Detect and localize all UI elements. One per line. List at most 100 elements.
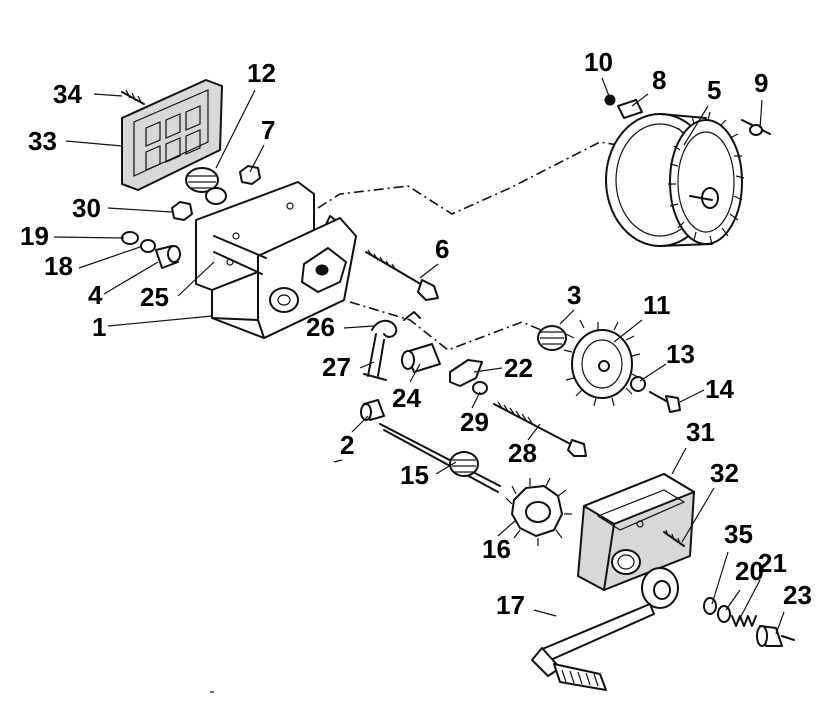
- handle-knob-part: [756, 625, 795, 647]
- leader-line-21: [737, 579, 761, 623]
- nut-30-part: [171, 201, 193, 221]
- part-label-8: 8: [652, 65, 666, 95]
- leader-line-27: [359, 361, 375, 369]
- cover-screw-part: [121, 89, 145, 105]
- leader-line-34: [93, 93, 123, 97]
- leader-line-17: [533, 609, 557, 617]
- leader-line-28: [527, 423, 541, 441]
- bushing-2-part: [360, 399, 385, 421]
- part-label-5: 5: [707, 75, 721, 105]
- part-label-27: 27: [322, 352, 351, 382]
- leader-line-22: [473, 367, 503, 373]
- part-label-23: 23: [783, 580, 812, 610]
- leader-line-31: [671, 447, 687, 475]
- leader-line-10: [601, 77, 610, 97]
- part-label-34: 34: [53, 79, 82, 109]
- leader-line-6: [419, 263, 439, 279]
- part-label-35: 35: [724, 519, 753, 549]
- leader-line-11: [613, 319, 643, 343]
- pawl-27-part: [363, 333, 387, 381]
- stray-mark: [333, 459, 343, 463]
- washer-20-part: [717, 605, 731, 623]
- lower-centerline: [349, 301, 561, 351]
- washer-35-part: [703, 597, 717, 615]
- cable-clamp-part: [617, 99, 643, 119]
- leader-line-20: [725, 589, 741, 611]
- drive-shaft-part: [379, 423, 501, 493]
- assembly-centerline: [317, 141, 661, 215]
- nut-10-part: [604, 94, 616, 106]
- leader-line-23: [775, 611, 785, 635]
- leader-line-35: [711, 551, 729, 605]
- leader-line-30: [107, 207, 173, 213]
- leader-line-16: [497, 519, 517, 537]
- bolt-6-part: [365, 249, 439, 301]
- part-label-19: 19: [20, 221, 49, 251]
- leader-line-19: [53, 236, 125, 239]
- part-label-32: 32: [710, 458, 739, 488]
- part-label-33: 33: [28, 126, 57, 156]
- nut-7-part: [239, 165, 261, 185]
- part-label-10: 10: [584, 47, 613, 77]
- part-label-15: 15: [400, 460, 429, 490]
- leader-line-24: [409, 363, 421, 383]
- leader-line-7: [249, 144, 265, 173]
- bushing-24-part: [401, 343, 441, 373]
- part-label-13: 13: [666, 339, 695, 369]
- leader-line-18: [78, 246, 141, 269]
- pawl-22-part: [449, 359, 483, 387]
- bolt-28-part: [493, 401, 587, 457]
- gear-housing-part: [577, 473, 695, 591]
- part-label-12: 12: [247, 58, 276, 88]
- part-label-2: 2: [340, 430, 354, 460]
- drum-pin-part: [741, 119, 771, 136]
- cover-plate-part: [121, 79, 223, 191]
- part-label-4: 4: [88, 280, 103, 310]
- washer-29-part: [472, 381, 488, 395]
- leader-line-15: [435, 461, 457, 475]
- part-label-17: 17: [496, 590, 525, 620]
- part-label-6: 6: [435, 234, 449, 264]
- leader-line-4: [103, 261, 159, 295]
- washer-18-part: [140, 239, 156, 253]
- leader-line-26: [343, 325, 375, 329]
- leader-line-1: [107, 315, 213, 327]
- large-gear-part: [563, 319, 641, 407]
- part-label-18: 18: [44, 251, 73, 281]
- spring-26-part: [371, 311, 421, 338]
- leader-line-3: [559, 309, 575, 325]
- part-label-1: 1: [92, 312, 106, 342]
- leader-line-5: [683, 105, 709, 146]
- winch-frame-part: [195, 181, 357, 339]
- part-label-25: 25: [140, 282, 169, 312]
- part-label-22: 22: [504, 353, 533, 383]
- part-label-28: 28: [508, 438, 537, 468]
- leader-line-14: [679, 389, 705, 403]
- part-label-26: 26: [306, 312, 335, 342]
- spring-21-part: [731, 615, 757, 627]
- leader-line-12: [215, 89, 256, 169]
- part-label-31: 31: [686, 417, 715, 447]
- leader-line-32: [681, 487, 715, 543]
- part-label-3: 3: [567, 280, 581, 310]
- bearing-3-part: [537, 325, 567, 351]
- bolt-14-part: [649, 391, 681, 413]
- leader-line-9: [759, 99, 763, 129]
- part-label-14: 14: [705, 374, 734, 404]
- cable-drum-part: [605, 111, 745, 247]
- part-label-16: 16: [482, 534, 511, 564]
- part-label-20: 20: [735, 556, 764, 586]
- leader-line-33: [65, 140, 123, 147]
- leader-line-8: [631, 93, 649, 107]
- part-label-11: 11: [643, 290, 671, 320]
- leader-line-13: [639, 363, 667, 382]
- leader-line-25: [177, 261, 215, 297]
- crank-handle-part: [531, 567, 679, 691]
- washer-19-part: [121, 231, 139, 245]
- part-label-9: 9: [754, 68, 768, 98]
- leader-line-2: [351, 415, 369, 433]
- part-label-30: 30: [72, 193, 101, 223]
- part-label-29: 29: [460, 407, 489, 437]
